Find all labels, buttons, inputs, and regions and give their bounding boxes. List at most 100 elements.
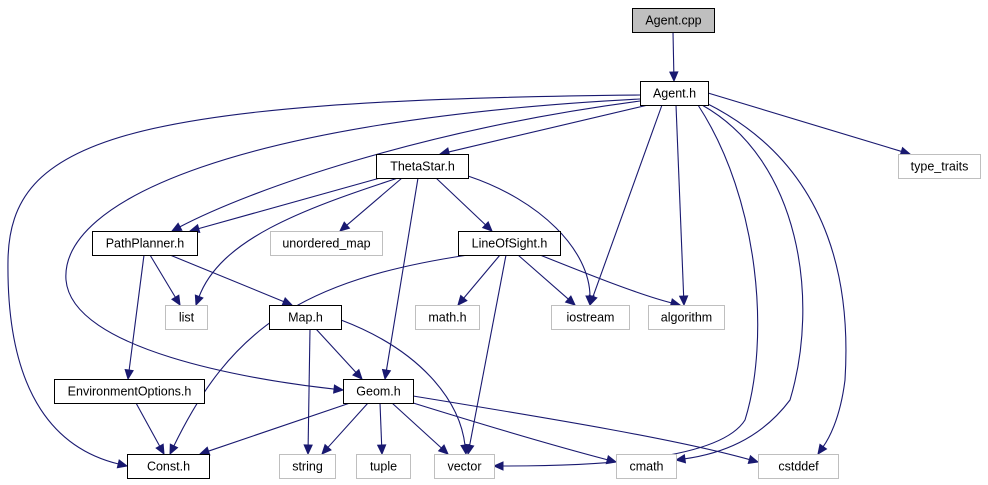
edge-agent-h-to-cmath: [683, 104, 804, 460]
node-label-math-h: math.h: [428, 311, 466, 325]
node-box-cstddef: [758, 454, 839, 479]
arrowhead-environmentoptions-h-to-const-h: [155, 443, 165, 456]
node-math-h: math.h: [415, 305, 480, 330]
node-box-lineofsight-h: [458, 231, 561, 256]
edge-map-h-to-vector: [340, 319, 466, 447]
edge-thetastar-h-to-geom-h: [385, 177, 419, 372]
node-box-type-traits: [898, 154, 981, 179]
edge-geom-h-to-cstddef: [412, 395, 751, 461]
edge-environmentoptions-h-to-const-h: [135, 402, 161, 448]
edge-pathplanner-h-to-list: [149, 254, 177, 299]
edge-agent-h-to-geom-h: [65, 98, 641, 390]
edge-thetastar-h-to-unordered-map: [345, 177, 403, 227]
node-box-iostream: [551, 305, 630, 330]
edge-thetastar-h-to-pathplanner-h: [197, 177, 381, 230]
node-tuple: tuple: [356, 454, 411, 479]
node-label-cmath: cmath: [629, 460, 663, 474]
node-pathplanner-h[interactable]: PathPlanner.h: [92, 231, 198, 256]
edge-map-h-to-string: [307, 328, 311, 447]
node-label-agent-h: Agent.h: [653, 87, 696, 101]
arrowhead-thetastar-h-to-list: [194, 294, 204, 307]
arrowhead-agent-h-to-const-h: [116, 459, 129, 469]
arrowhead-thetastar-h-to-iostream: [585, 295, 595, 307]
edge-geom-h-to-cmath: [409, 401, 609, 461]
node-box-math-h: [415, 305, 480, 330]
node-box-agent-cpp: [632, 8, 715, 33]
edge-pathplanner-h-to-environmentoptions-h: [128, 254, 145, 372]
node-box-environmentoptions-h: [54, 379, 205, 404]
edge-agent-h-to-cstddef: [705, 102, 847, 448]
node-environmentoptions-h[interactable]: EnvironmentOptions.h: [54, 379, 205, 404]
node-box-tuple: [356, 454, 411, 479]
node-label-type-traits: type_traits: [911, 160, 969, 174]
edge-thetastar-h-to-list: [198, 177, 399, 298]
node-string: string: [279, 454, 336, 479]
arrowhead-thetastar-h-to-lineofsight-h: [481, 221, 493, 232]
arrowhead-geom-h-to-string: [321, 443, 332, 455]
edge-map-h-to-geom-h: [315, 328, 357, 374]
node-agent-cpp[interactable]: Agent.cpp: [632, 8, 715, 33]
node-lineofsight-h[interactable]: LineOfSight.h: [458, 231, 561, 256]
node-label-const-h: Const.h: [147, 460, 190, 474]
node-label-tuple: tuple: [370, 460, 397, 474]
arrowhead-geom-h-to-tuple: [376, 444, 387, 456]
node-box-unordered-map: [270, 231, 383, 256]
node-geom-h[interactable]: Geom.h: [343, 379, 414, 404]
edge-agent-h-to-iostream: [592, 104, 663, 298]
edge-lineofsight-h-to-iostream: [517, 254, 570, 301]
edge-pathplanner-h-to-map-h: [169, 254, 285, 303]
edge-agent-h-to-algorithm: [675, 104, 685, 298]
node-const-h[interactable]: Const.h: [127, 454, 210, 479]
arrowhead-thetastar-h-to-unordered-map: [339, 221, 351, 232]
arrowhead-map-h-to-string: [303, 444, 313, 456]
node-cstddef: cstddef: [758, 454, 839, 479]
arrowhead-lineofsight-h-to-const-h: [169, 443, 179, 456]
edge-geom-h-to-tuple: [379, 402, 383, 447]
node-box-pathplanner-h: [92, 231, 198, 256]
arrowhead-agent-h-to-cmath: [674, 453, 687, 464]
node-label-agent-cpp: Agent.cpp: [645, 14, 701, 28]
node-label-environmentoptions-h: EnvironmentOptions.h: [68, 385, 192, 399]
node-type-traits: type_traits: [898, 154, 981, 179]
edge-agent-cpp-to-agent-h: [672, 31, 675, 74]
node-map-h[interactable]: Map.h: [269, 305, 342, 330]
node-label-vector: vector: [447, 460, 481, 474]
node-vector: vector: [434, 454, 495, 479]
node-label-list: list: [179, 311, 195, 325]
arrowhead-thetastar-h-to-geom-h: [381, 368, 392, 381]
edge-lineofsight-h-to-algorithm: [539, 254, 673, 304]
node-label-cstddef: cstddef: [778, 460, 819, 474]
edge-thetastar-h-to-lineofsight-h: [435, 177, 487, 226]
node-label-thetastar-h: ThetaStar.h: [390, 160, 455, 174]
node-box-list: [165, 305, 208, 330]
edge-agent-h-to-vector: [501, 104, 759, 467]
node-unordered-map: unordered_map: [270, 231, 383, 256]
node-label-algorithm: algorithm: [661, 311, 712, 325]
edge-agent-h-to-const-h: [7, 94, 641, 465]
edge-geom-h-to-vector: [391, 402, 443, 450]
arrowhead-geom-h-to-const-h: [198, 446, 211, 456]
edge-agent-h-to-thetastar-h: [447, 104, 649, 153]
node-label-string: string: [292, 460, 323, 474]
arrowhead-pathplanner-h-to-environmentoptions-h: [124, 368, 134, 381]
node-list: list: [165, 305, 208, 330]
node-box-map-h: [269, 305, 342, 330]
arrowhead-agent-h-to-geom-h: [333, 384, 345, 394]
arrowhead-lineofsight-h-to-iostream: [564, 295, 576, 306]
node-label-map-h: Map.h: [288, 311, 323, 325]
node-thetastar-h[interactable]: ThetaStar.h: [376, 154, 469, 179]
arrowhead-geom-h-to-cmath: [605, 454, 618, 465]
node-label-lineofsight-h: LineOfSight.h: [472, 237, 548, 251]
arrowhead-map-h-to-geom-h: [352, 368, 363, 380]
node-algorithm: algorithm: [648, 305, 725, 330]
node-iostream: iostream: [551, 305, 630, 330]
node-box-geom-h: [343, 379, 414, 404]
node-agent-h[interactable]: Agent.h: [640, 81, 709, 106]
arrowhead-agent-h-to-pathplanner-h: [170, 222, 183, 232]
node-box-const-h: [127, 454, 210, 479]
arrowhead-agent-h-to-algorithm: [678, 295, 689, 307]
arrowhead-agent-h-to-vector: [492, 461, 504, 471]
node-box-thetastar-h: [376, 154, 469, 179]
node-box-vector: [434, 454, 495, 479]
